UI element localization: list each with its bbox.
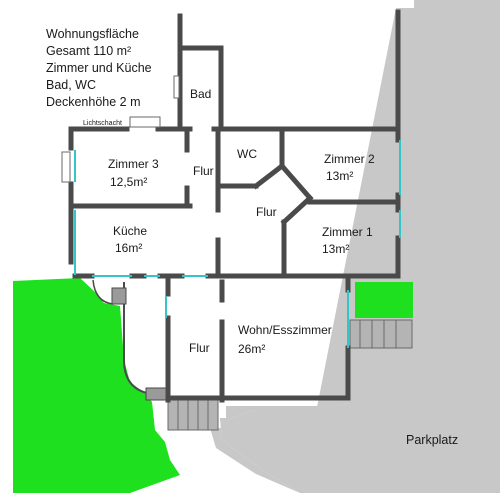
- room-wohn-name: Wohn/Esszimmer: [238, 323, 332, 337]
- garden-path: [123, 282, 153, 395]
- windows: [74, 140, 401, 348]
- lichtschacht-box: [129, 116, 161, 128]
- room-kueche-area: 16m²: [115, 241, 142, 255]
- lower-door: [145, 387, 167, 401]
- info-line-5: Deckenhöhe 2 m: [46, 95, 141, 109]
- room-flur-center: Flur: [256, 205, 277, 219]
- room-zimmer1-name: Zimmer 1: [322, 225, 373, 239]
- room-zimmer1-area: 13m²: [322, 242, 349, 256]
- zimmer3-window-frame: [61, 151, 71, 183]
- stairs-right: [349, 319, 413, 349]
- room-flur-upper: Flur: [193, 164, 214, 178]
- info-block: Wohnungsfläche Gesamt 110 m² Zimmer und …: [46, 27, 152, 109]
- parking-area-upper: [220, 0, 500, 493]
- entrance-arc: [92, 279, 114, 305]
- room-wohn-area: 26m²: [238, 342, 265, 356]
- room-wc: WC: [237, 147, 257, 161]
- bad-window: [173, 75, 180, 99]
- room-zimmer2-area: 13m²: [326, 169, 353, 183]
- room-zimmer3-name: Zimmer 3: [108, 157, 159, 171]
- info-line-2: Gesamt 110 m²: [46, 44, 131, 58]
- stairs-bottom: [167, 397, 219, 431]
- room-zimmer3-area: 12,5m²: [110, 175, 147, 189]
- lichtschacht-label: Lichtschacht: [83, 120, 122, 127]
- room-kueche-name: Küche: [113, 224, 147, 238]
- room-bad: Bad: [190, 87, 211, 101]
- walls: [68, 9, 401, 403]
- room-zimmer2-name: Zimmer 2: [324, 152, 375, 166]
- parking-label: Parkplatz: [406, 433, 458, 447]
- info-line-3: Zimmer und Küche: [46, 61, 152, 75]
- room-flur-lower: Flur: [189, 341, 210, 355]
- info-line-4: Bad, WC: [46, 78, 96, 92]
- info-line-1: Wohnungsfläche: [46, 27, 139, 41]
- grass-patch-right: [355, 282, 413, 318]
- garden-grass: [13, 278, 180, 493]
- entrance-door: [111, 287, 127, 305]
